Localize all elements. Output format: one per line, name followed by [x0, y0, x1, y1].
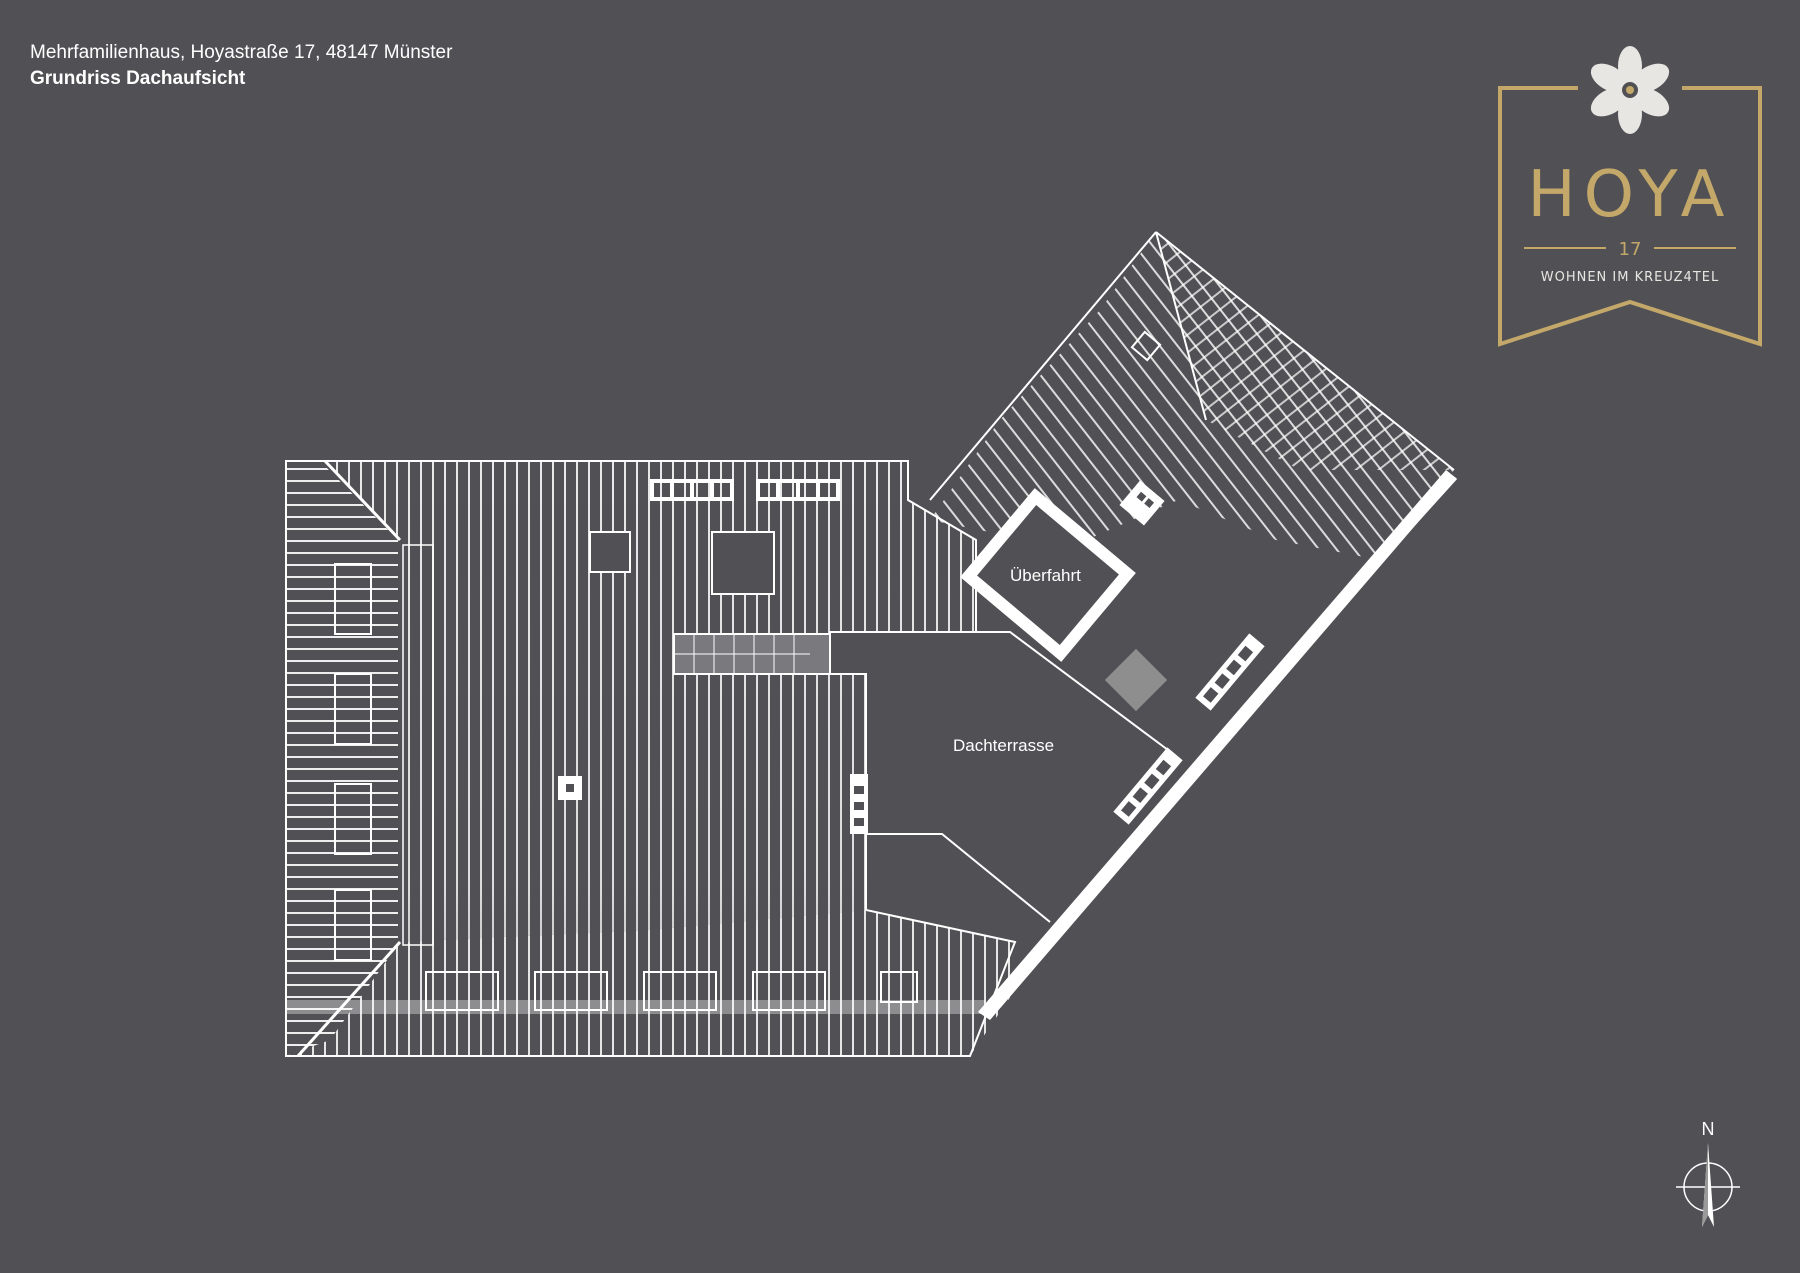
roof-hatch [711, 531, 775, 595]
address-text: Mehrfamilienhaus, Hoyastraße 17, 48147 M… [30, 42, 453, 63]
compass-icon: N [1676, 1119, 1740, 1227]
logo-name: HOYA [1528, 158, 1733, 232]
logo-number: 17 [1619, 239, 1642, 260]
room-label-dachterrasse: Dachterrasse [953, 736, 1055, 755]
room-label-ueberfahrt: Überfahrt [1010, 566, 1081, 585]
plan-title: Grundriss Dachaufsicht [30, 68, 246, 89]
west-roof-slope [286, 461, 398, 1056]
east-dormers [1113, 633, 1265, 825]
compass-north-label: N [1702, 1119, 1715, 1139]
logo-tagline: WOHNEN IM KREUZ4TEL [1541, 270, 1719, 285]
header: Mehrfamilienhaus, Hoyastraße 17, 48147 M… [30, 40, 452, 92]
main-roof-slope [325, 461, 976, 942]
flower-icon [1590, 46, 1670, 134]
roof-hatch [589, 531, 631, 573]
east-wall [978, 470, 1456, 1020]
east-wing-roof [929, 231, 1455, 560]
stair [673, 633, 831, 675]
south-roof-slope [286, 910, 1015, 1056]
north-skylights [650, 479, 840, 501]
ueberfahrt-box [960, 488, 1136, 662]
hoya-logo: HOYA 17 WOHNEN IM KREUZ4TEL [1498, 46, 1762, 347]
